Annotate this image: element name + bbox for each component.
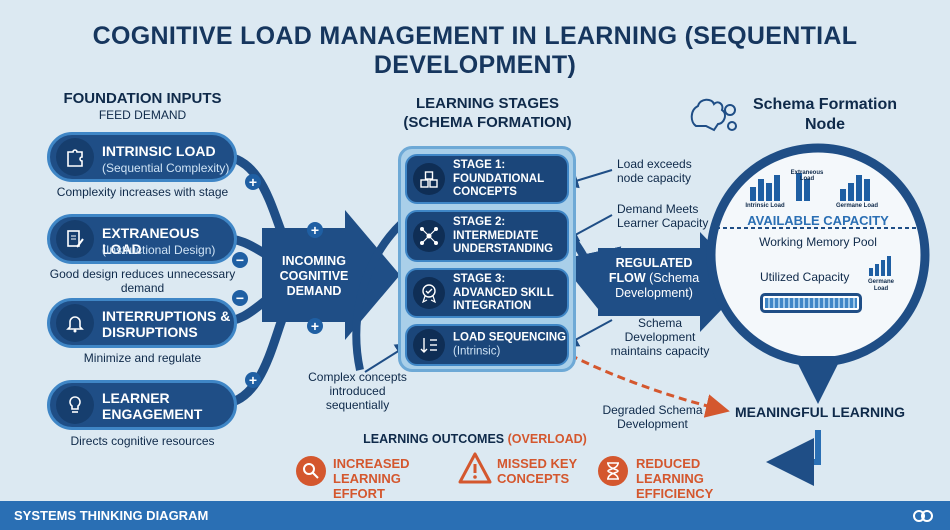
sign-badge: + <box>245 372 261 388</box>
node-title: Schema Formation Node <box>752 96 898 133</box>
germane-label: Germane Load <box>867 279 894 292</box>
utilized-progress-fill <box>765 298 857 308</box>
input-note: Minimize and regulate <box>83 351 202 365</box>
foundation-heading: FOUNDATION INPUTS <box>63 90 222 107</box>
stage-line2: (Intrinsic) <box>453 345 501 357</box>
blocks-icon <box>413 163 445 195</box>
bar-label: Intrinsic Load <box>745 203 785 209</box>
input-title: INTERRUPTIONS & DISRUPTIONS <box>102 308 231 340</box>
regulated-rest: (Schema Development) <box>615 271 700 300</box>
stage-line1: STAGE 3: <box>453 272 506 285</box>
input-learner-engagement: LEARNER ENGAGEMENT <box>47 380 237 430</box>
available-capacity-label: AVAILABLE CAPACITY <box>747 213 889 228</box>
stage-line1: STAGE 2: <box>453 215 506 228</box>
input-subtitle: (Instructional Design) <box>102 243 216 257</box>
regulated-flow-label: REGULATED FLOW (Schema Development) <box>602 256 706 301</box>
stage-1-card: STAGE 1:FOUNDATIONAL CONCEPTS <box>405 154 569 204</box>
regulated-bold: REGULATED FLOW <box>608 256 693 285</box>
stage-line2: ADVANCED SKILL INTEGRATION <box>453 286 554 312</box>
outcome-label: MISSED KEY CONCEPTS <box>497 456 577 486</box>
sign-badge: + <box>245 174 261 190</box>
input-title: LEARNER ENGAGEMENT <box>102 390 203 422</box>
document-pen-icon <box>56 220 94 258</box>
stages-subheading: (SCHEMA FORMATION) <box>403 114 572 131</box>
page-title: COGNITIVE LOAD MANAGEMENT IN LEARNING (S… <box>92 22 858 79</box>
annotation-complex: Complex concepts introduced sequentially <box>308 370 407 412</box>
bell-icon <box>56 304 94 342</box>
stage-line1: LOAD SEQUENCING <box>453 331 567 344</box>
annotation-degraded: Degraded Schema Development <box>602 403 703 431</box>
return-arrow <box>766 430 821 486</box>
load-bars <box>748 165 878 215</box>
working-memory-label: Working Memory Pool <box>759 235 877 249</box>
input-note: Complexity increases with stage <box>56 185 229 199</box>
foundation-subheading: FEED DEMAND <box>98 108 187 122</box>
outcomes-title: LEARNING OUTCOMES <box>363 432 505 446</box>
incoming-demand-arrow <box>262 210 400 340</box>
sign-badge: + <box>307 318 323 334</box>
input-interruptions: INTERRUPTIONS & DISRUPTIONS <box>47 298 237 348</box>
utilized-bars-icon <box>868 256 894 281</box>
award-icon <box>413 277 445 309</box>
sort-icon <box>413 329 445 361</box>
lightbulb-icon <box>56 386 94 424</box>
incoming-demand-label: INCOMING COGNITIVE DEMAND <box>279 254 349 298</box>
outcomes-overload: (OVERLOAD) <box>507 432 587 446</box>
stage-3-card: STAGE 3:ADVANCED SKILL INTEGRATION <box>405 268 569 318</box>
annotation-meets: Demand Meets Learner Capacity <box>617 202 709 230</box>
bar-label: Extraneous Load <box>790 170 824 182</box>
stage-line2: FOUNDATIONAL CONCEPTS <box>453 172 544 198</box>
brain-gears-icon <box>688 96 740 143</box>
puzzle-icon <box>56 138 94 176</box>
load-bars-graphic <box>750 173 870 201</box>
input-note: Good design reduces unnecessary demand <box>49 267 236 295</box>
footer-bar: SYSTEMS THINKING DIAGRAM <box>0 501 950 530</box>
input-intrinsic-load: INTRINSIC LOAD (Sequential Complexity) <box>47 132 237 182</box>
bar-label: Germane Load <box>835 203 878 209</box>
search-effort-icon <box>296 456 326 486</box>
hourglass-icon <box>598 456 628 486</box>
stage-2-card: STAGE 2:INTERMEDIATE UNDERSTANDING <box>405 210 569 262</box>
stage-sequencing-card: LOAD SEQUENCING(Intrinsic) <box>405 324 569 366</box>
footer-label: SYSTEMS THINKING DIAGRAM <box>14 508 209 523</box>
annotation-exceeds: Load exceeds node capacity <box>617 157 692 185</box>
annotation-maintains: Schema Development maintains capacity <box>610 316 710 358</box>
network-icon <box>413 220 445 252</box>
outcome-label: REDUCED LEARNING EFFICIENCY <box>636 456 714 501</box>
utilized-progress-bar <box>760 293 862 313</box>
overload-dashed-arrow <box>569 353 730 418</box>
link-icon <box>912 506 934 526</box>
input-note: Directs cognitive resources <box>70 434 215 448</box>
stages-heading: LEARNING STAGES <box>415 95 560 112</box>
warning-icon <box>458 452 492 489</box>
outcome-label: INCREASED LEARNING EFFORT <box>333 456 410 501</box>
stage-line1: STAGE 1: <box>453 158 506 171</box>
input-subtitle: (Sequential Complexity) <box>102 161 230 175</box>
input-title: EXTRANEOUS LOAD <box>102 225 200 257</box>
input-extraneous-load: EXTRANEOUS LOAD (Instructional Design) <box>47 214 237 264</box>
sign-badge: − <box>232 290 248 306</box>
stage-line2: INTERMEDIATE UNDERSTANDING <box>453 229 554 255</box>
meaningful-learning-label: MEANINGFUL LEARNING <box>734 404 906 420</box>
sign-badge: − <box>232 252 248 268</box>
input-title: INTRINSIC LOAD <box>102 143 216 159</box>
utilized-capacity-label: Utilized Capacity <box>760 270 850 284</box>
sign-badge: + <box>307 222 323 238</box>
outcomes-heading: LEARNING OUTCOMES (OVERLOAD) <box>345 432 605 446</box>
